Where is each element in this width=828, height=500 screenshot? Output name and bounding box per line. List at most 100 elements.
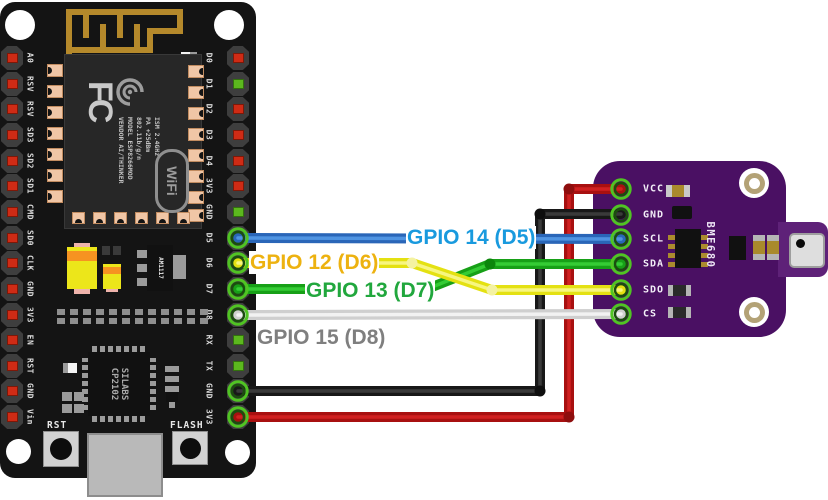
pin-label: 3V3 [25, 307, 35, 323]
pcb-antenna [66, 9, 183, 66]
castellated-pad [177, 212, 190, 224]
pin-label: D2 [204, 103, 214, 115]
pin-label: 3V3 [204, 178, 214, 194]
chip-pins [150, 358, 156, 410]
button-cap [179, 437, 201, 459]
pin-socket [227, 46, 249, 70]
smd-component [74, 404, 84, 413]
pin-label: CS [643, 308, 658, 320]
smd-component [729, 236, 746, 260]
castellated-pad [47, 190, 63, 203]
capacitor-stripe [67, 251, 97, 261]
capacitor-pad [74, 286, 90, 294]
pin-socket [227, 354, 249, 378]
smd-component [169, 402, 175, 408]
reset-button-label: RST [47, 420, 68, 431]
bme680-ic [675, 229, 701, 268]
pin-label: GND [25, 281, 35, 297]
castellated-pad [156, 212, 169, 224]
pin-socket [1, 72, 23, 96]
castellated-pad [72, 212, 85, 224]
pin-label: D3 [204, 129, 214, 141]
pin-socket [1, 149, 23, 173]
pin-socket [1, 200, 23, 224]
wifi-badge: WiFi [155, 149, 189, 213]
fcc-logo: FC [81, 81, 119, 121]
castellated-pad [188, 191, 204, 204]
ic-pins [668, 233, 676, 267]
mounting-hole [225, 440, 250, 465]
mounting-hole [6, 439, 31, 464]
smd-component [62, 392, 72, 401]
pin-socket [227, 328, 249, 352]
esp-info-line: MODEL ESP8266MOD [126, 117, 134, 180]
castellated-pad [47, 64, 63, 77]
pin-socket [1, 405, 23, 429]
pin-label: GND [204, 204, 214, 220]
pin-socket [1, 303, 23, 327]
chip-pins [165, 366, 179, 392]
pin-label: D7 [204, 283, 214, 295]
pin-socket [227, 303, 249, 327]
pin-socket [227, 149, 249, 173]
esp-silkscreen: FC ISM 2.4GHz PA +25dBm 802.11b/g/n MODE… [67, 57, 199, 227]
regulator-leg [137, 250, 148, 258]
chip-pins [92, 416, 148, 422]
pin-label: SD2 [25, 153, 35, 169]
pin-label: SD0 [25, 230, 35, 246]
pin-label: Vin [25, 409, 35, 425]
wire-label-gpio12: GPIO 12 (D6) [249, 251, 380, 274]
mounting-hole [748, 177, 760, 189]
smd-component [74, 392, 84, 401]
castellated-pad [47, 106, 63, 119]
pin-socket [227, 72, 249, 96]
pin-socket [1, 226, 23, 250]
castellated-pad [188, 149, 204, 162]
smd-component [166, 392, 178, 402]
pin-label: SD3 [25, 127, 35, 143]
resistor [668, 307, 691, 318]
pin-socket [227, 123, 249, 147]
castellated-pad [188, 86, 204, 99]
pin-socket [1, 277, 23, 301]
castellated-pad [93, 212, 106, 224]
pin-socket [227, 174, 249, 198]
castellated-pad [47, 127, 63, 140]
capacitor [753, 235, 765, 260]
pin-socket [227, 97, 249, 121]
ic-pins [700, 233, 708, 267]
pin-socket [227, 200, 249, 224]
reset-button [43, 431, 79, 467]
header-holes [57, 318, 213, 324]
flash-button-label: FLASH [170, 420, 204, 431]
regulator-leg [137, 264, 148, 272]
pin-socket [227, 379, 249, 403]
smd-component [62, 404, 72, 413]
pin-socket [1, 251, 23, 275]
esp-info-line: 802.11b/g/n [135, 117, 143, 161]
pin-label: GND [204, 383, 214, 399]
pin-socket [1, 328, 23, 352]
transistor [672, 206, 692, 219]
castellated-pad [47, 85, 63, 98]
castellated-pad [188, 128, 204, 141]
pin-label: TX [204, 360, 214, 372]
wire-label-gpio13: GPIO 13 (D7) [305, 279, 436, 302]
pin-label: D5 [204, 232, 214, 244]
flash-button [172, 431, 208, 465]
mounting-hole [748, 306, 760, 318]
pin-label: SDA [643, 258, 665, 270]
mounting-hole [214, 10, 244, 40]
usb-uart-chip [88, 352, 150, 416]
pin-label: D6 [204, 257, 214, 269]
pin-label: 3V3 [204, 409, 214, 425]
pin-label: CLK [25, 255, 35, 271]
ai-thinker-logo-icon [116, 78, 144, 106]
pin-label: SDO [643, 284, 665, 296]
regulator-tab [173, 255, 186, 279]
pin-label: RST [25, 358, 35, 374]
chip-pins [82, 358, 88, 410]
castellated-pad [114, 212, 127, 224]
